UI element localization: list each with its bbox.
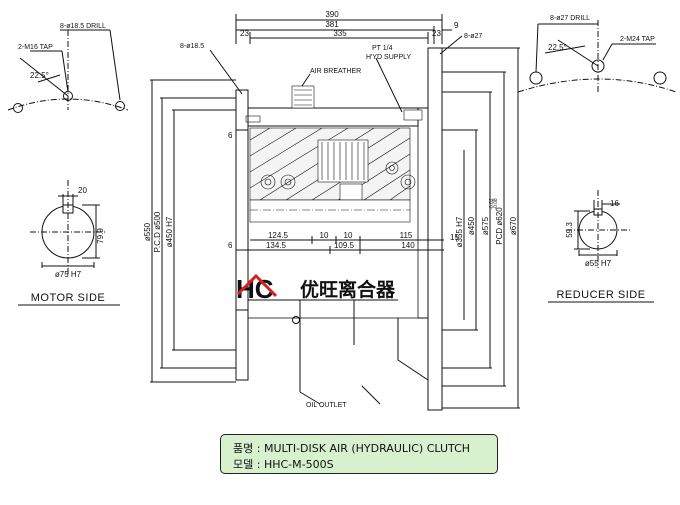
reducer-angle: 22.5° [548, 43, 567, 52]
motor-bore: ø75 H7 [55, 270, 82, 279]
motor-drill-note: 8-ø18.5 DRILL [60, 23, 106, 30]
dim-d550: ø550 [143, 222, 152, 241]
reducer-key-width: 16 [610, 199, 619, 208]
dim-d575: ø575 [481, 216, 490, 235]
dim-d670: ø670 [509, 216, 518, 235]
dim-lip: 9 [454, 21, 459, 30]
dim-left-flange: 23 [240, 29, 249, 38]
motor-side-bolt-pattern [7, 29, 129, 113]
reducer-side-label: REDUCER SIDE [556, 289, 645, 301]
motor-side-shaft-bore [30, 180, 106, 275]
model-label: 모델 : [233, 458, 261, 471]
tol-upper: -0.02 [489, 198, 495, 210]
product-name-row: 품명 : MULTI-DISK AIR (HYDRAULIC) CLUTCH [233, 440, 470, 456]
motor-key-height: 79.9 [96, 228, 105, 244]
clutch-housing [235, 47, 443, 411]
motor-tap-note: 2-M16 TAP [18, 44, 53, 51]
reducer-side-shaft-bore [566, 190, 630, 268]
callout-leaders [209, 35, 463, 405]
dim-pcd500: P.C.D ø500 [153, 211, 162, 252]
left-vertical-dimensions [150, 79, 236, 383]
dim-a: 124.5 [268, 231, 289, 240]
dim-overall: 390 [325, 10, 339, 19]
dim-inner: 381 [325, 20, 339, 29]
dim-right-flange: 23 [432, 29, 441, 38]
reducer-side-bolt-pattern [517, 20, 677, 93]
dim-d450: ø450 H7 [165, 216, 174, 247]
right-vertical-dimensions [442, 47, 520, 409]
gap-bottom: 6 [228, 241, 233, 250]
dim-d355: ø355 H7 [455, 216, 464, 247]
reducer-bore: ø55 H7 [585, 259, 612, 268]
dim-d: 115 [400, 231, 413, 240]
clutch-internal-section [245, 85, 423, 223]
tol-lower: -0.08 [493, 198, 499, 210]
top-dimension-lines [235, 14, 452, 44]
callout-right-holes: 8-ø27 [464, 33, 482, 40]
dim-f: 109.5 [334, 241, 355, 250]
dim-pcd620: PCD ø620 [495, 207, 504, 245]
dim-e: 134.5 [266, 241, 287, 250]
dim-step: 15 [450, 233, 459, 242]
callout-hyd-supply-2: H'YD SUPPLY [366, 54, 411, 61]
motor-angle: 22.5° [30, 71, 49, 80]
gap-top: 6 [228, 131, 233, 140]
callout-air-breather: AIR BREATHER [310, 68, 361, 75]
hac-logo: HC 优旺离合器 [236, 273, 396, 304]
model-value: HHC-M-500S [263, 458, 334, 471]
dim-c: 10 [344, 231, 353, 240]
dim-g: 140 [401, 241, 415, 250]
dim-body: 335 [333, 29, 347, 38]
product-name-value: MULTI-DISK AIR (HYDRAULIC) CLUTCH [263, 442, 471, 455]
reducer-tap-note: 2-M24 TAP [620, 36, 655, 43]
title-block: 품명 : MULTI-DISK AIR (HYDRAULIC) CLUTCH 모… [220, 434, 498, 474]
model-row: 모델 : HHC-M-500S [233, 456, 334, 472]
motor-key-width: 20 [78, 186, 87, 195]
callout-oil-outlet: OIL OUTLET [306, 402, 347, 409]
product-name-label: 품명 : [233, 442, 261, 455]
callout-hyd-supply-1: PT 1/4 [372, 45, 393, 52]
callout-left-holes: 8-ø18.5 [180, 43, 204, 50]
reducer-key-height: 59.3 [565, 222, 574, 238]
dim-d450-right: ø450 [467, 216, 476, 235]
bottom-dimension-lines [236, 232, 444, 254]
logo-chinese-name: 优旺离合器 [300, 278, 396, 301]
motor-side-label: MOTOR SIDE [31, 292, 105, 304]
dim-b: 10 [320, 231, 329, 240]
reducer-drill-note: 8-ø27 DRILL [550, 15, 590, 22]
